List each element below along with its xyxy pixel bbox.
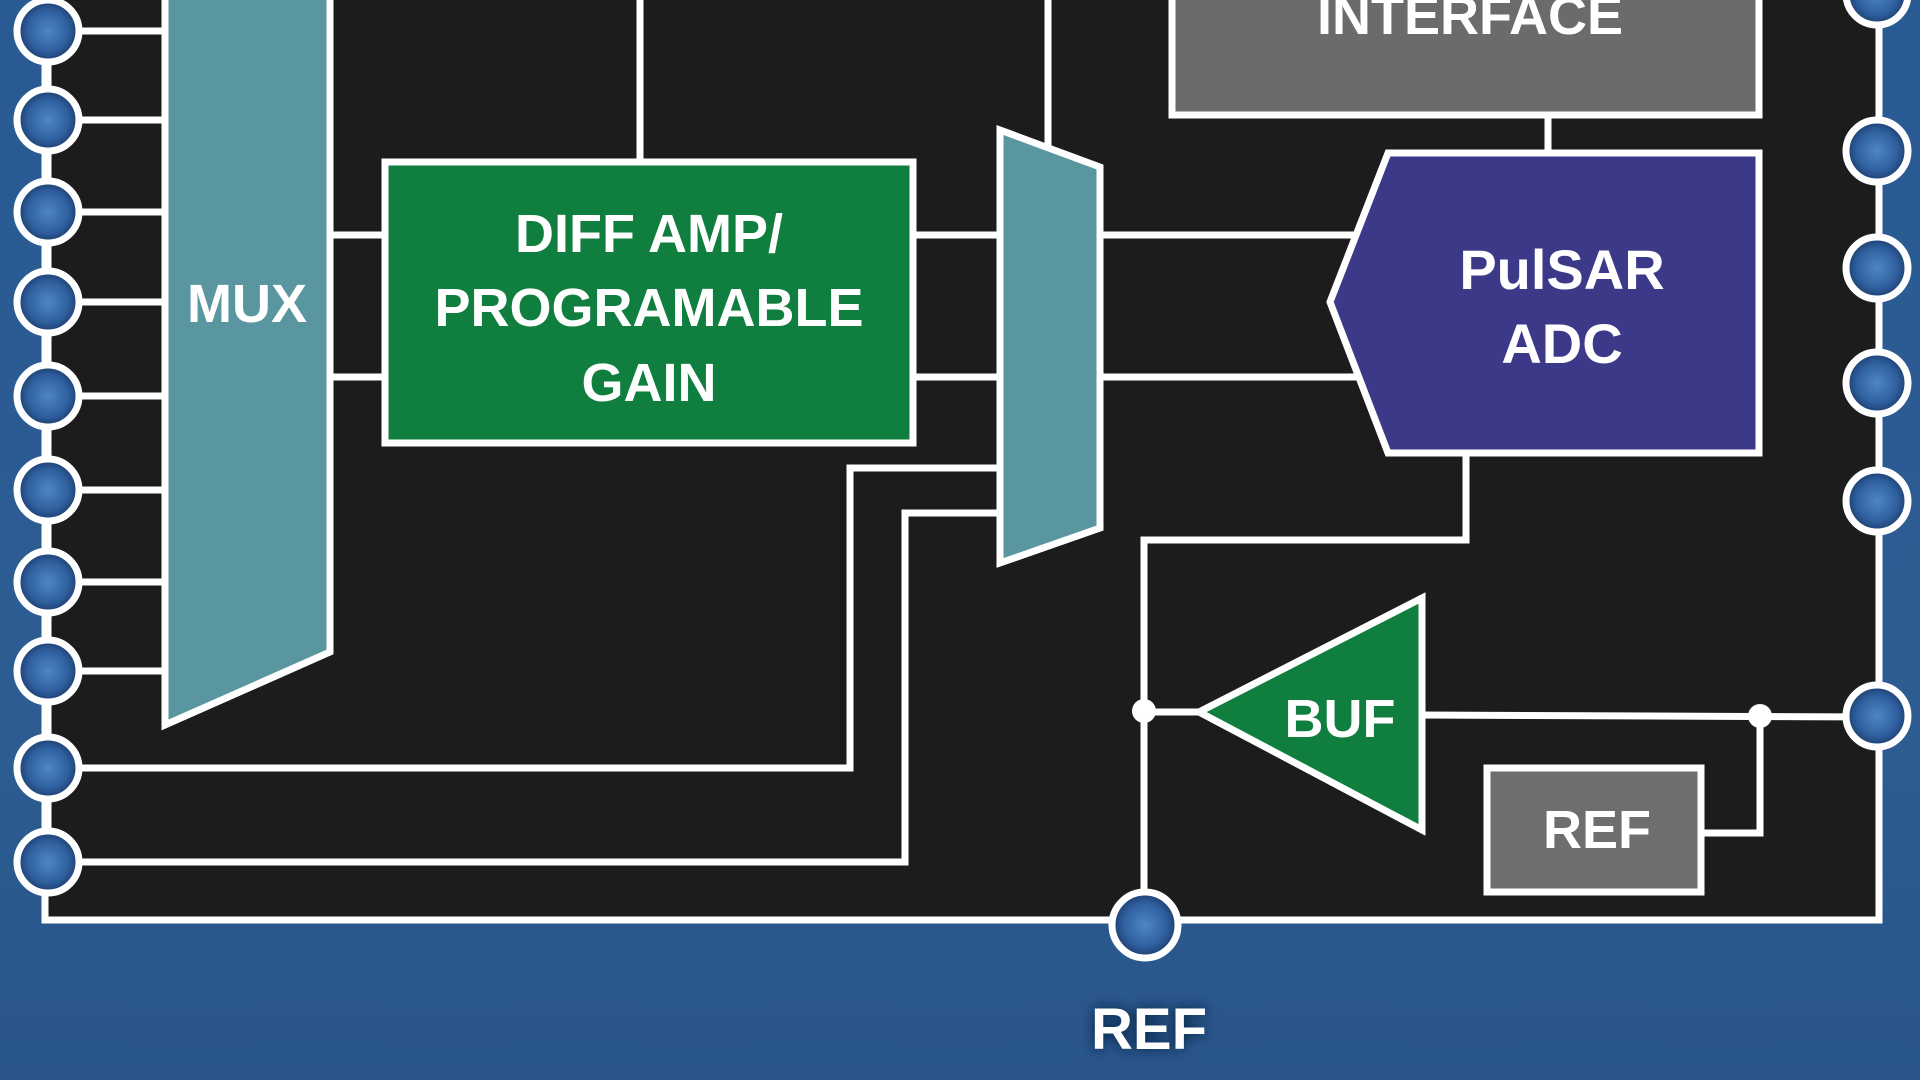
pin-left-7[interactable] [13, 547, 83, 617]
pin-left-4[interactable] [13, 267, 83, 337]
pin-right-5[interactable] [1842, 466, 1912, 536]
adc-block: PulSAR ADC [1326, 149, 1763, 457]
left-pin-column [13, 0, 83, 897]
pin-ref[interactable] [1108, 888, 1182, 962]
pin-left-6[interactable] [13, 455, 83, 525]
diff-amp-block: DIFF AMP/ PROGRAMABLE GAIN [381, 158, 917, 447]
junction-dot [1748, 704, 1772, 728]
pin-right-2[interactable] [1842, 116, 1912, 186]
ref-pin: REF REF [1091, 888, 1207, 1062]
diff-amp-label-line1: DIFF AMP/ [515, 204, 783, 264]
interface-block: INTERFACE [1168, 0, 1763, 119]
wire-adc-ref [1140, 448, 1470, 929]
wire-buf-input [1418, 711, 1881, 721]
pin-left-2[interactable] [13, 85, 83, 155]
diff-amp-label-line2: PROGRAMABLE [435, 278, 864, 338]
pin-left-5[interactable] [13, 361, 83, 431]
pin-left-3[interactable] [13, 177, 83, 247]
pin-right-1[interactable] [1843, 0, 1911, 29]
ref-pin-label: REF [1091, 997, 1207, 1062]
pin-left-8[interactable] [13, 636, 83, 706]
ref-pin-label-shadow: REF [1091, 997, 1207, 1062]
reference-block: REF [1483, 764, 1705, 896]
diff-amp-label-line3: GAIN [582, 353, 717, 413]
pin-right-4[interactable] [1842, 348, 1912, 418]
buffer-label: BUF [1285, 689, 1396, 749]
adc-label-line2: ADC [1501, 312, 1622, 375]
right-pin-column [1842, 0, 1912, 751]
wire-ref-to-node [1696, 713, 1764, 837]
pin-left-9[interactable] [13, 733, 83, 803]
mux-block: MUX [161, 0, 334, 731]
junction-dot [1132, 699, 1156, 723]
adc-label-line1: PulSAR [1459, 238, 1664, 301]
pin-left-1[interactable] [13, 0, 83, 66]
mux-label: MUX [187, 274, 307, 334]
interface-label: INTERFACE [1317, 0, 1623, 46]
pin-left-10[interactable] [13, 827, 83, 897]
mux2-block [996, 124, 1104, 568]
wire-pin10-to-mux2 [46, 509, 1004, 866]
wire-pin9-to-mux2 [46, 464, 1004, 772]
reference-label: REF [1543, 800, 1651, 860]
pin-right-3[interactable] [1842, 233, 1912, 303]
pin-right-6[interactable] [1842, 681, 1912, 751]
buffer-block: BUF [1191, 592, 1426, 836]
